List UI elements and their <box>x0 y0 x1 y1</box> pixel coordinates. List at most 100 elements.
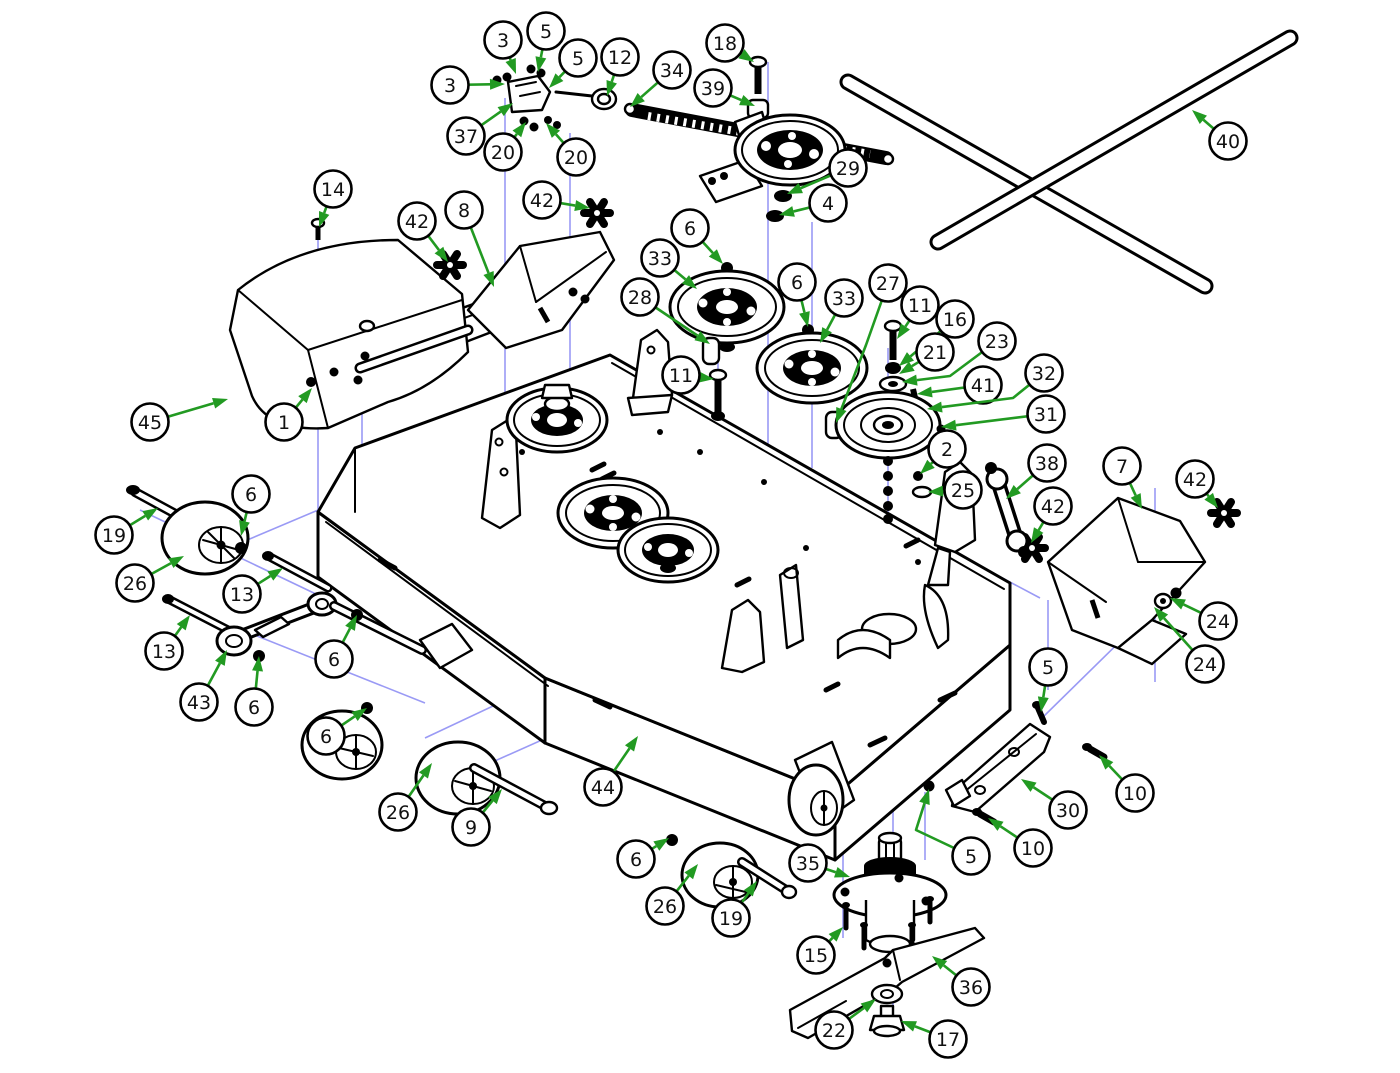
balloon-number: 12 <box>608 47 632 69</box>
balloon-number: 19 <box>102 525 126 547</box>
balloon-number: 6 <box>791 272 803 294</box>
balloon-number: 26 <box>653 896 677 918</box>
balloon-circle <box>1198 601 1238 641</box>
balloon-number: 43 <box>187 692 211 714</box>
callout-28: 28 <box>620 277 710 344</box>
balloon-circle <box>814 1010 854 1050</box>
balloon-circle <box>645 886 685 926</box>
callout-11: 11 <box>661 355 714 395</box>
callout-42: 42 <box>522 180 590 220</box>
balloon-circle <box>951 967 991 1007</box>
callout-15: 15 <box>796 927 843 975</box>
balloon-number: 13 <box>152 641 176 663</box>
callout-26: 26 <box>378 763 432 832</box>
spindle-pulley-stack <box>834 319 946 524</box>
balloon-circle <box>951 836 991 876</box>
balloon-number: 3 <box>497 30 509 52</box>
balloon-number: 15 <box>804 945 828 967</box>
balloon-circle <box>705 23 745 63</box>
leader-arrowhead-icon <box>212 397 228 409</box>
balloon-number: 7 <box>1116 456 1128 478</box>
leader-arrowhead-icon <box>1204 492 1218 508</box>
balloon-number: 31 <box>1034 404 1058 426</box>
callout-26: 26 <box>115 556 184 603</box>
balloon-circle <box>943 470 983 510</box>
balloon-circle <box>824 278 864 318</box>
balloon-circle <box>693 68 733 108</box>
leader-arrowhead-icon <box>535 56 547 72</box>
leader-arrowhead-icon <box>653 838 669 851</box>
leader-arrowhead-icon <box>739 95 755 106</box>
callout-27: 27 <box>836 263 908 423</box>
deck-spindle-pulleys <box>505 383 720 584</box>
balloon-circle <box>526 11 566 51</box>
balloon-circle <box>927 429 967 469</box>
balloon-number: 6 <box>320 726 332 748</box>
balloon-number: 5 <box>540 21 552 43</box>
callout-21: 21 <box>899 332 955 374</box>
leader-arrowhead-icon <box>505 58 516 74</box>
balloon-circle <box>788 843 828 883</box>
drive-belt <box>839 29 1299 295</box>
balloon-number: 20 <box>491 142 515 164</box>
knob-icon <box>580 198 614 228</box>
balloon-number: 6 <box>248 697 260 719</box>
balloon-circle <box>234 687 274 727</box>
callout-7: 7 <box>1102 446 1142 509</box>
balloon-circle <box>314 639 354 679</box>
leader-arrowhead-icon <box>574 200 590 211</box>
balloon-circle <box>144 631 184 671</box>
pulley <box>668 269 786 352</box>
balloon-circle <box>620 277 660 317</box>
balloon-circle <box>977 321 1017 361</box>
balloon-circle <box>1013 828 1053 868</box>
leader-arrowhead-icon <box>489 78 505 90</box>
balloon-circle <box>1027 443 1067 483</box>
balloon-number: 22 <box>822 1020 846 1042</box>
balloon-number: 5 <box>965 846 977 868</box>
balloon-circle <box>1175 459 1215 499</box>
balloon-circle <box>935 299 975 339</box>
balloon-number: 1 <box>278 412 290 434</box>
balloon-circle <box>179 682 219 722</box>
callout-6: 6 <box>670 208 723 264</box>
balloon-number: 37 <box>454 126 478 148</box>
balloon-circle <box>1048 790 1088 830</box>
callout-10: 10 <box>988 818 1053 868</box>
balloon-number: 40 <box>1216 131 1240 153</box>
leader-arrowhead-icon <box>779 206 795 217</box>
leader-arrowhead-icon <box>434 246 448 262</box>
leader-arrowhead-icon <box>215 650 227 666</box>
balloon-number: 34 <box>660 60 684 82</box>
leader-arrowhead-icon <box>743 881 757 897</box>
callout-22: 22 <box>814 999 876 1050</box>
balloon-circle <box>808 183 848 223</box>
callout-6: 6 <box>234 656 274 727</box>
exploded-idler-pulleys <box>668 262 869 440</box>
balloon-number: 4 <box>822 193 834 215</box>
leader-arrowhead-icon <box>941 419 957 431</box>
callout-5: 5 <box>549 38 598 88</box>
balloon-number: 8 <box>458 200 470 222</box>
balloon-circle <box>900 285 940 325</box>
callout-41: 41 <box>917 365 1003 405</box>
balloon-circle <box>1115 773 1155 813</box>
leader-arrowhead-icon <box>820 327 832 343</box>
balloon-number: 27 <box>876 273 900 295</box>
balloon-number: 17 <box>936 1029 960 1051</box>
callout-23: 23 <box>902 321 1017 386</box>
leader-arrowhead-icon <box>345 615 357 631</box>
balloon-number: 6 <box>684 218 696 240</box>
leader-arrowhead-icon <box>899 352 915 366</box>
leader-arrowhead-icon <box>1192 110 1207 124</box>
balloon-circle <box>963 365 1003 405</box>
balloon-circle <box>640 238 680 278</box>
callout-33: 33 <box>640 238 697 289</box>
balloon-number: 11 <box>908 295 932 317</box>
balloon-circle <box>1028 647 1068 687</box>
leader-arrowhead-icon <box>239 520 250 536</box>
balloon-number: 6 <box>630 849 642 871</box>
leader-arrowhead-icon <box>920 459 935 474</box>
callout-29: 29 <box>787 148 868 194</box>
